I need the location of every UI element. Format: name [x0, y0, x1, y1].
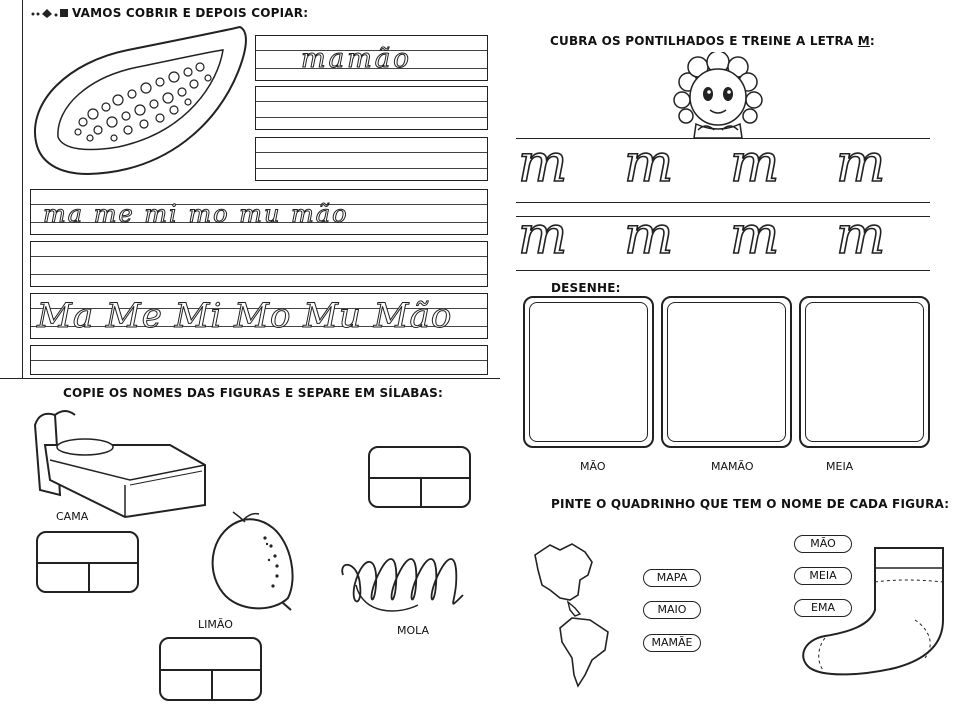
papaya-icon: [28, 22, 253, 187]
girl-icon: [668, 50, 768, 147]
option-mapa[interactable]: MAPA: [643, 569, 701, 587]
copy-section-title: VAMOS COBRIR E DEPOIS COPIAR:: [72, 6, 309, 20]
figure-label-mola: MOLA: [397, 624, 430, 637]
draw-box-mamao[interactable]: [661, 296, 792, 448]
trace-line-lowercase: ma me mi mo mu mão: [30, 189, 488, 235]
syllable-box-cama[interactable]: [36, 531, 139, 593]
draw-box-mao[interactable]: [523, 296, 654, 448]
letter-trace-area: [516, 138, 930, 273]
copy-line-2[interactable]: [255, 137, 488, 181]
trace-title-suffix: :: [869, 34, 875, 48]
lemon-icon: [203, 508, 298, 623]
draw-section-title: DESENHE:: [551, 281, 621, 295]
syllable-box-mola[interactable]: [368, 446, 471, 508]
trace-letter-m-7: m: [729, 206, 780, 266]
map-icon: [530, 540, 615, 695]
trace-letter-title: CUBRA OS PONTILHADOS E TREINE A LETRA M:: [550, 34, 875, 48]
draw-label-meia: MEIA: [826, 460, 854, 473]
spring-icon: [338, 545, 478, 625]
trace-letter-m-4: m: [835, 134, 886, 194]
draw-label-mao: MÃO: [580, 460, 606, 473]
figure-label-cama: CAMA: [56, 510, 89, 523]
syllable-box-limao[interactable]: [159, 637, 262, 701]
copy-line-4[interactable]: [30, 345, 488, 375]
trace-letter-m-8: m: [835, 206, 886, 266]
figure-label-limao: LIMÃO: [198, 618, 233, 631]
trace-letter-m-3: m: [729, 134, 780, 194]
trace-title-prefix: CUBRA OS PONTILHADOS E TREINE A LETRA: [550, 34, 858, 48]
option-mamae[interactable]: MAMÃE: [643, 634, 701, 652]
column-divider: [22, 0, 23, 378]
trace-syllables-uppercase: Ma Me Mi Mo Mu Mão: [36, 296, 453, 337]
bed-icon: [30, 405, 210, 525]
option-mao[interactable]: MÃO: [794, 535, 852, 553]
section-divider: [0, 378, 500, 379]
trace-letter-m-2: m: [623, 134, 674, 194]
trace-word-mamao: mamão: [301, 44, 412, 75]
trace-letter-m-1: m: [517, 134, 568, 194]
header-decoration-icon: [30, 6, 70, 25]
copy-line-3[interactable]: [30, 241, 488, 287]
copy-line-1[interactable]: [255, 86, 488, 130]
sock-icon: [795, 540, 950, 685]
trace-syllables-lowercase: ma me mi mo mu mão: [43, 200, 349, 229]
syllables-section-title: COPIE OS NOMES DAS FIGURAS E SEPARE EM S…: [63, 386, 443, 400]
draw-label-mamao: MAMÃO: [711, 460, 754, 473]
option-maio[interactable]: MAIO: [643, 601, 701, 619]
option-ema[interactable]: EMA: [794, 599, 852, 617]
trace-title-letter: M: [857, 34, 870, 48]
draw-box-meia[interactable]: [799, 296, 930, 448]
trace-line-mamao: mamão: [255, 35, 488, 81]
paint-section-title: PINTE O QUADRINHO QUE TEM O NOME DE CADA…: [551, 497, 950, 511]
trace-letter-m-6: m: [623, 206, 674, 266]
trace-letter-m-5: m: [517, 206, 568, 266]
trace-line-uppercase: Ma Me Mi Mo Mu Mão: [30, 293, 488, 339]
option-meia[interactable]: MEIA: [794, 567, 852, 585]
